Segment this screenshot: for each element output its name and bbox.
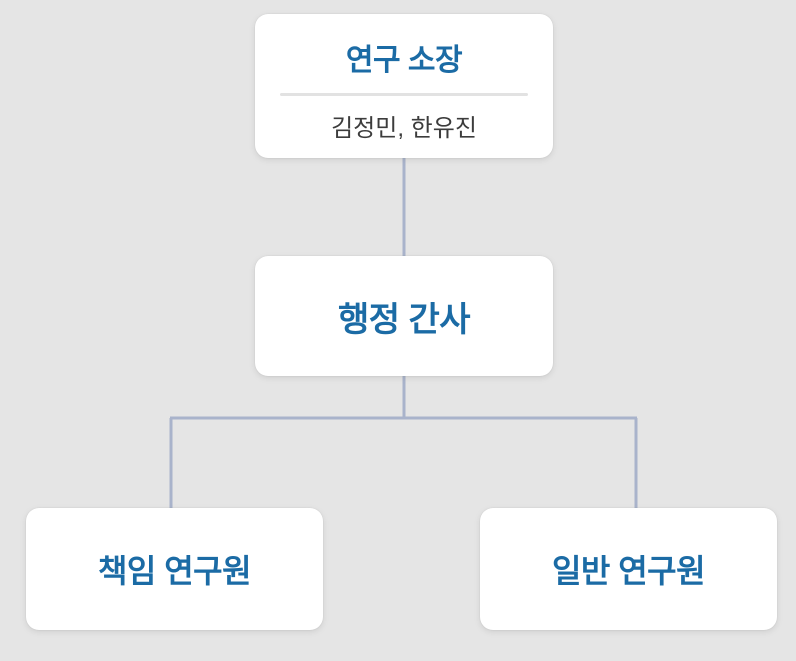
node-director[interactable]: 연구 소장 김정민, 한유진 (255, 14, 553, 158)
node-general-researcher[interactable]: 일반 연구원 (480, 508, 777, 630)
node-principal-researcher[interactable]: 책임 연구원 (26, 508, 323, 630)
node-principal-researcher-title: 책임 연구원 (97, 553, 252, 589)
node-director-divider (280, 93, 528, 96)
node-secretary[interactable]: 행정 간사 (255, 256, 553, 376)
node-general-researcher-title: 일반 연구원 (551, 553, 706, 589)
node-director-title: 연구 소장 (345, 44, 463, 77)
node-director-subtitle: 김정민, 한유진 (331, 115, 477, 142)
node-secretary-title: 행정 간사 (337, 300, 471, 339)
